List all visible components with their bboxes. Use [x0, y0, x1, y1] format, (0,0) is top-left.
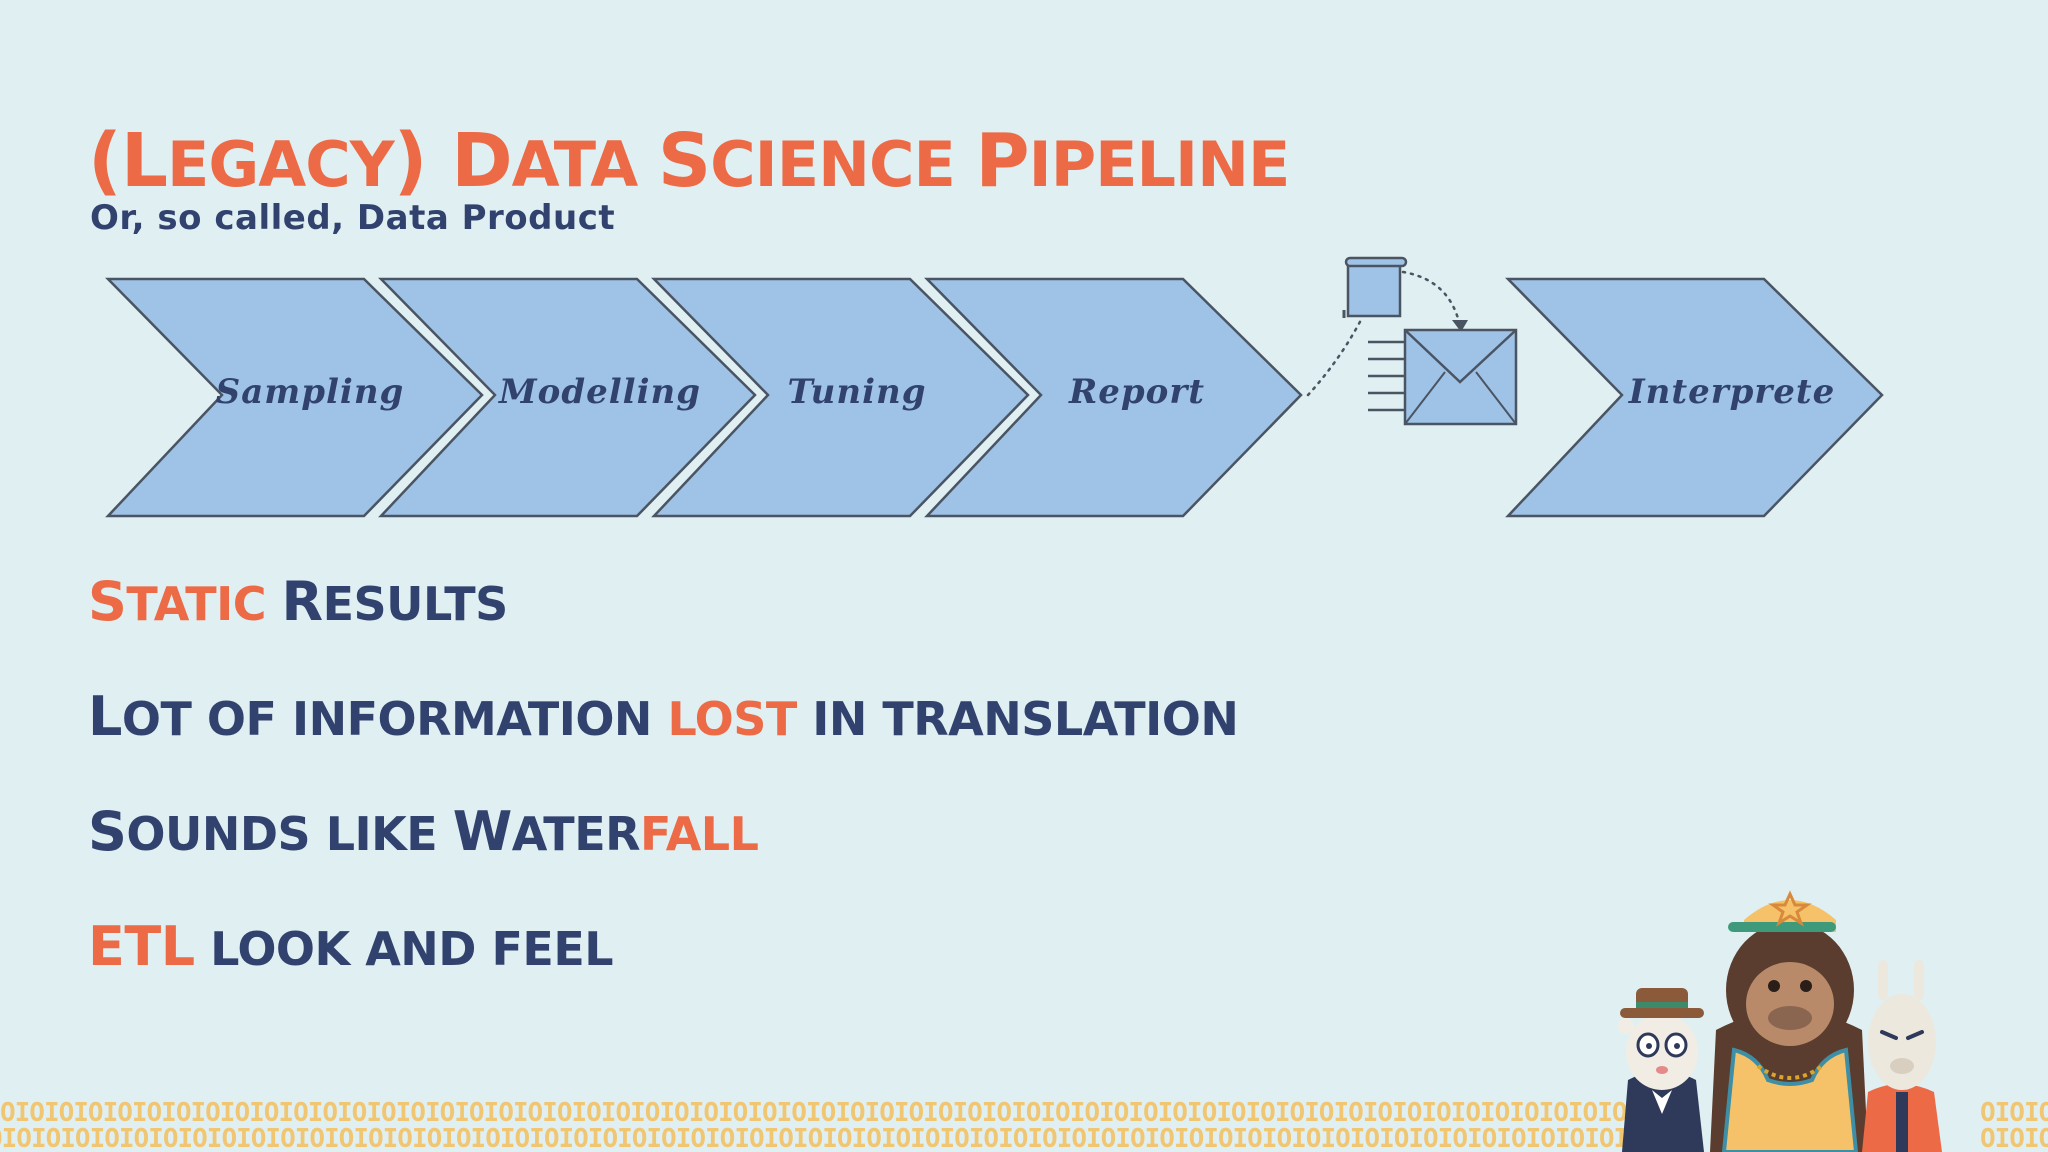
binary-row: OIOIOIOIOIOIOIOIOIOIOIOIOIOIOIOIOIOIOIOI…: [0, 1124, 1640, 1152]
bullet-static-results: Static Results: [88, 570, 508, 633]
bullet-waterfall: Sounds like Waterfall: [88, 800, 759, 863]
title-part: ipeline: [1028, 128, 1291, 201]
title-part: cience: [710, 128, 976, 201]
binary-row: OIOIO: [1980, 1100, 2048, 1128]
chevron-report: [924, 277, 1303, 518]
bullet-text: tatic: [126, 577, 282, 631]
step-label-report: Report: [1068, 372, 1205, 412]
slide-subtitle: Or, so called, Data Product: [90, 198, 616, 238]
bullet-text: W: [452, 800, 513, 863]
title-part: P: [975, 118, 1029, 204]
mascot-illustration: [1618, 890, 1942, 1152]
arrowhead-icon: [1452, 320, 1468, 332]
title-part: S: [657, 118, 711, 204]
step-label-modelling: Modelling: [498, 372, 701, 412]
bullet-text: L: [88, 685, 122, 748]
binary-row: OIOIOIOIOIOIOIOIOIOIOIOIOIOIOIOIOIOIOIOI…: [0, 1100, 1640, 1128]
title-part: ) D: [393, 118, 513, 204]
chevron-sampling: [105, 277, 484, 518]
title-part: ata: [511, 128, 658, 201]
dotted-connector-icon: [1401, 270, 1462, 328]
step-label-tuning: Tuning: [787, 372, 926, 412]
bullet-text: look and feel: [194, 922, 614, 976]
slide-title: (Legacy) Data Science Pipeline: [88, 118, 1291, 204]
bullet-text: S: [88, 800, 127, 863]
bullet-text: ater: [511, 807, 641, 861]
pipeline-diagram: Sampling Modelling Tuning Report Interpr…: [105, 256, 1884, 518]
bullet-text: S: [88, 570, 127, 633]
bullet-etl: ETL look and feel: [88, 915, 614, 978]
bullet-text: in translation: [796, 692, 1239, 746]
chevron-interprete: [1505, 277, 1884, 518]
gorilla-mascot: [1710, 890, 1868, 1152]
bullet-text: ounds like: [126, 807, 453, 861]
llama-mascot: [1862, 960, 1942, 1152]
bullet-text: esults: [322, 577, 509, 631]
step-label-sampling: Sampling: [216, 372, 405, 412]
bullet-text: lost: [667, 692, 797, 746]
bullet-text: ot of information: [121, 692, 668, 746]
binary-row: OIOIO: [1980, 1124, 2048, 1152]
bullet-lost-in-translation: Lot of information lost in translation: [88, 685, 1239, 748]
bullet-text: R: [281, 570, 324, 633]
title-part: egacy: [166, 128, 395, 201]
chevron-modelling: [378, 277, 757, 518]
bullet-text: ETL: [88, 915, 195, 978]
rat-mascot: [1618, 988, 1704, 1152]
dotted-connector-icon: [1306, 316, 1364, 397]
bullet-text: fall: [640, 807, 759, 861]
chevron-tuning: [651, 277, 1030, 518]
binary-pattern-footer: OIOIOIOIOIOIOIOIOIOIOIOIOIOIOIOIOIOIOIOI…: [0, 1100, 1640, 1152]
title-part: (L: [88, 118, 168, 204]
step-label-interprete: Interprete: [1628, 372, 1836, 412]
envelope-icon: [1368, 328, 1518, 426]
document-icon: [1342, 256, 1408, 318]
